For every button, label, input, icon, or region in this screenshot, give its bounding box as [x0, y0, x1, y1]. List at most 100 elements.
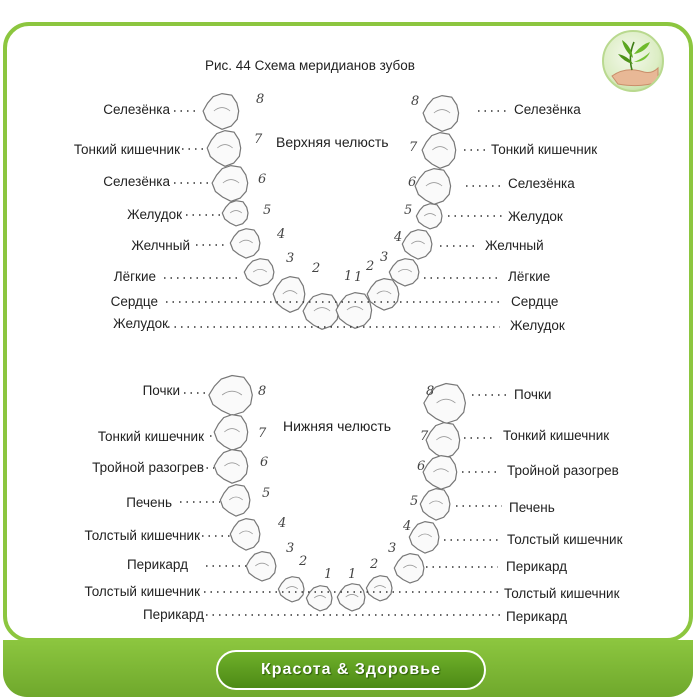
upper-right-label-1: Желудок [510, 318, 565, 333]
upper-left-number-6: 6 [258, 172, 266, 187]
upper-left-label-7: Тонкий кишечник [73, 142, 180, 157]
upper-left-number-3: 3 [286, 251, 294, 266]
upper-right-tooth-5-groove [423, 213, 437, 217]
lower-right-number-1: 1 [348, 567, 356, 582]
lower-left-tooth-8-groove [221, 390, 243, 396]
lower-right-label-4: Толстый кишечник [507, 532, 623, 547]
upper-left-tooth-7 [206, 129, 242, 167]
lower-right-tooth-4 [408, 520, 440, 554]
lower-right-number-3: 3 [388, 541, 396, 556]
lower-right-number-7: 7 [420, 429, 429, 444]
upper-right-number-6: 6 [408, 175, 416, 190]
upper-left-number-8: 8 [256, 92, 264, 107]
lower-right-tooth-8 [423, 382, 467, 425]
lower-left-label-8: Почки [142, 383, 180, 398]
lower-right-tooth-8-groove [436, 398, 456, 404]
lower-right-tooth-3-groove [402, 564, 418, 569]
upper-teeth [202, 92, 460, 330]
lower-left-label-5: Печень [126, 495, 172, 510]
lower-right-tooth-2 [365, 575, 393, 602]
upper-right-number-8: 8 [411, 94, 419, 109]
lower-jaw-title: Нижняя челюсть [283, 418, 392, 434]
upper-right-tooth-2-groove [376, 290, 392, 295]
lower-right-tooth-4-groove [417, 533, 433, 538]
lower-left-tooth-7-groove [224, 428, 240, 433]
upper-right-tooth-4-groove [410, 240, 426, 245]
lower-right-tooth-1 [336, 583, 366, 612]
upper-left-label-8: Селезёнка [103, 102, 170, 117]
lower-left-label-1: Перикард [142, 607, 204, 622]
lower-left-number-6: 6 [260, 455, 268, 470]
upper-right-tooth-3 [388, 258, 420, 287]
lower-left-number-4: 4 [277, 516, 286, 531]
upper-jaw-title: Верхняя челюсть [276, 134, 389, 150]
upper-left-tooth-8 [202, 92, 240, 130]
lower-left-tooth-2-groove [285, 586, 299, 590]
lower-left-tooth-6 [213, 448, 249, 484]
upper-left-tooth-2 [272, 275, 306, 313]
upper-left-tooth-1 [302, 292, 340, 330]
upper-left-tooth-5 [221, 200, 249, 227]
upper-right-tooth-5 [415, 203, 443, 230]
lower-left-label-3: Перикард [126, 557, 188, 572]
upper-right-number-3: 3 [380, 250, 388, 265]
lower-left-number-2: 2 [298, 554, 307, 569]
lower-right-label-3: Перикард [506, 559, 568, 574]
upper-left-label-4: Желчный [131, 238, 190, 253]
upper-left-label-3: Лёгкие [113, 269, 156, 284]
upper-right-tooth-6 [414, 167, 452, 205]
upper-right-tooth-4 [401, 229, 433, 260]
upper-right-label-7: Тонкий кишечник [491, 142, 598, 157]
lower-right-tooth-5 [419, 487, 451, 521]
upper-right-label-2: Сердце [511, 294, 559, 309]
lower-left-tooth-8 [208, 374, 253, 417]
upper-left-tooth-5-groove [229, 210, 243, 214]
upper-right-number-5: 5 [404, 203, 412, 218]
upper-right-label-6: Селезёнка [508, 176, 575, 191]
lower-left-tooth-4 [229, 517, 261, 551]
lower-right-number-2: 2 [369, 557, 378, 572]
leaf-hand-logo-icon [602, 30, 664, 92]
lower-left-label-2: Толстый кишечник [84, 584, 200, 599]
lower-right-tooth-7 [425, 421, 461, 459]
lower-left-tooth-3-groove [254, 562, 270, 567]
upper-left-tooth-2-groove [282, 290, 298, 295]
lower-right-number-6: 6 [417, 459, 425, 474]
lower-right-number-8: 8 [426, 384, 434, 399]
lower-left-label-7: Тонкий кишечник [97, 429, 204, 444]
upper-left-label-5: Желудок [127, 207, 182, 222]
lower-right-tooth-6 [422, 454, 458, 490]
upper-right-label-3: Лёгкие [508, 269, 551, 284]
upper-right-number-4: 4 [393, 230, 402, 245]
lower-right-label-2: Толстый кишечник [504, 586, 620, 601]
upper-right-tooth-7 [421, 131, 457, 169]
lower-teeth [208, 374, 467, 612]
upper-right-tooth-1 [335, 291, 373, 329]
upper-right-tooth-8-groove [433, 109, 451, 114]
upper-left-tooth-6-groove [222, 179, 240, 184]
lower-right-tooth-1-groove [345, 594, 359, 598]
lower-right-tooth-3 [393, 552, 425, 584]
lower-left-tooth-6-groove [224, 462, 240, 467]
lower-left-tooth-3 [245, 550, 277, 582]
lower-right-tooth-2-groove [373, 585, 387, 589]
upper-left-number-7: 7 [254, 132, 263, 147]
lower-right-number-4: 4 [402, 519, 411, 534]
upper-left-number-5: 5 [263, 203, 271, 218]
upper-left-number-4: 4 [276, 227, 285, 242]
upper-left-tooth-7-groove [217, 144, 233, 149]
upper-right-tooth-8 [422, 94, 460, 132]
lower-left-label-4: Толстый кишечник [84, 528, 200, 543]
lower-left-number-8: 8 [258, 384, 266, 399]
diagram-frame [3, 22, 693, 642]
lower-left-number-7: 7 [258, 426, 267, 441]
lower-left-tooth-1 [305, 585, 333, 612]
upper-left-label-6: Селезёнка [103, 174, 170, 189]
upper-right-number-7: 7 [409, 140, 418, 155]
upper-left-tooth-4 [229, 228, 261, 259]
lower-left-tooth-5 [219, 483, 251, 517]
upper-left-number-1: 1 [344, 269, 352, 284]
upper-left-tooth-3 [243, 258, 275, 287]
lower-right-number-5: 5 [410, 494, 418, 509]
